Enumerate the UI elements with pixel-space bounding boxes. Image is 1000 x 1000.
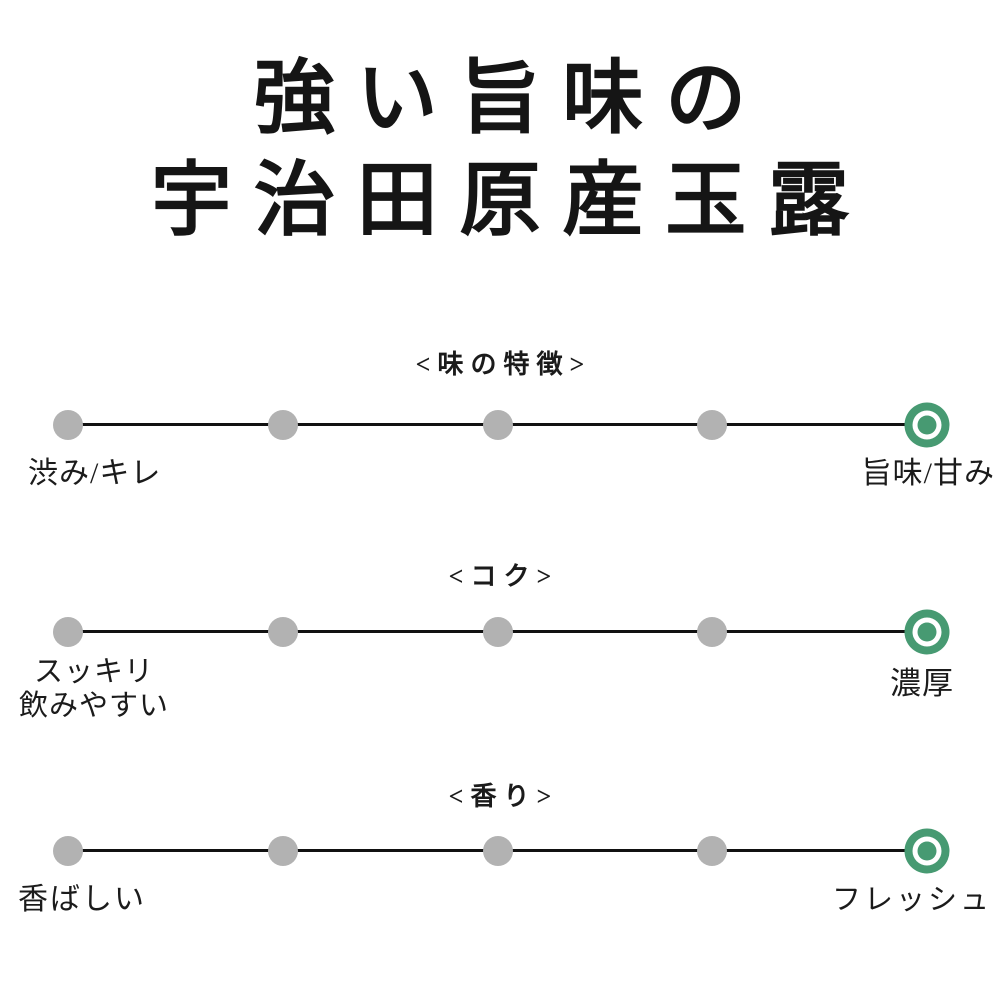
- scale-aroma-track: [53, 828, 950, 873]
- selected-dot-white-ring: [912, 617, 942, 646]
- scale-aroma-header-text: <香り>: [448, 782, 559, 811]
- scale-dot: [267, 616, 298, 647]
- selected-dot-white-ring: [912, 836, 942, 865]
- scale-dot: [482, 616, 513, 647]
- scale-body-header: <コク>: [0, 556, 1000, 593]
- scale-aroma-left-label: 香ばしい: [18, 883, 146, 916]
- scale-dot: [53, 835, 83, 866]
- scale-dot: [267, 835, 298, 866]
- scale-body-track: [53, 609, 950, 654]
- selected-dot-core: [917, 841, 937, 860]
- scale-dot: [697, 616, 728, 647]
- scale-body-header-text: <コク>: [448, 562, 559, 591]
- scale-taste-feature-header: <味の特徴>: [0, 344, 1000, 381]
- scale-dot: [697, 409, 728, 440]
- scale-dot: [267, 409, 298, 440]
- title-line-2: 宇治田原産玉露: [150, 156, 871, 247]
- scale-aroma-header: <香り>: [0, 776, 1000, 813]
- selected-dot-core: [917, 415, 937, 434]
- scale-dot: [53, 616, 83, 647]
- scale-dot: [697, 835, 728, 866]
- scale-dot: [482, 835, 513, 866]
- scale-aroma-right-label: フレッシュ: [831, 884, 992, 916]
- scale-taste-feature-header-text: <味の特徴>: [415, 350, 592, 379]
- selected-dot-core: [917, 622, 937, 641]
- scale-body-right-label: 濃厚: [890, 666, 954, 701]
- scale-dot-selected: [904, 828, 950, 873]
- scale-taste-feature-track: [53, 402, 950, 447]
- scale-body-left-label: スッキリ 飲みやすい: [18, 656, 169, 722]
- selected-dot-white-ring: [912, 410, 942, 439]
- scale-taste-feature-right-label: 旨味/甘み: [861, 457, 995, 490]
- scale-dot: [53, 409, 83, 440]
- scale-dot-selected: [904, 609, 950, 654]
- scale-dot-selected: [904, 402, 950, 447]
- scale-dot: [482, 409, 513, 440]
- product-title: 強い旨味の 宇治田原産玉露: [0, 48, 1000, 252]
- title-line-1: 強い旨味の: [253, 54, 769, 144]
- scale-taste-feature-left-label: 渋み/キレ: [28, 457, 162, 490]
